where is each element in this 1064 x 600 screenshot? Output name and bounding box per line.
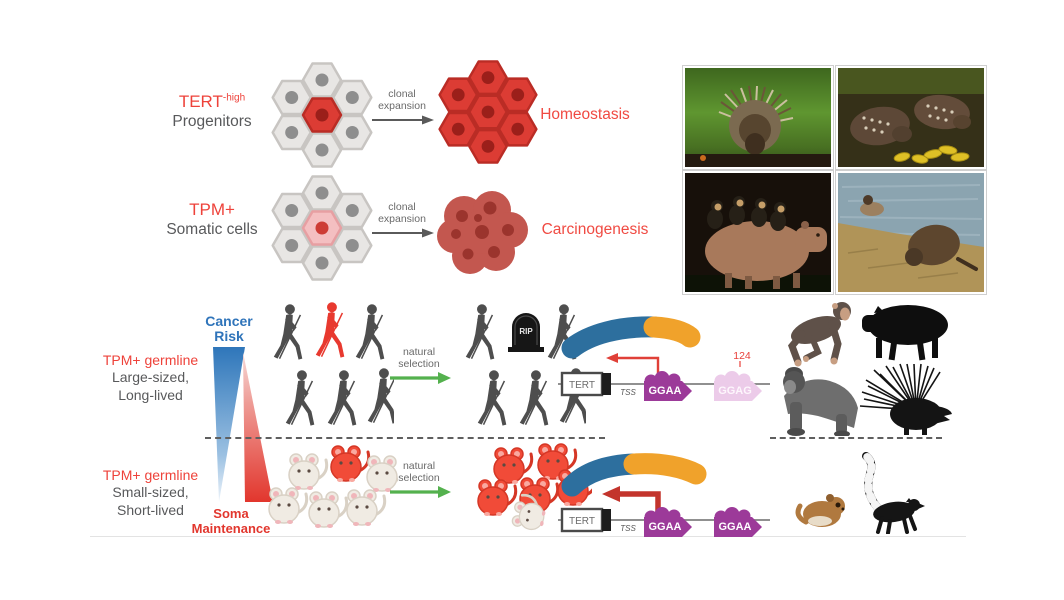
tert-gene-text-top: TERT xyxy=(569,380,595,391)
soma-maintenance-label: Soma Maintenance xyxy=(182,506,280,537)
tpm-mutant-mouse xyxy=(331,446,369,482)
monkeys-on-back xyxy=(707,196,786,231)
human-population-after-selection: RIP xyxy=(465,303,586,427)
tumor-cluster xyxy=(437,191,528,274)
somatic-cell-cluster xyxy=(272,176,372,280)
clonal-text-1: clonal xyxy=(388,88,415,100)
soma-text: Soma xyxy=(213,506,249,521)
tpm-germline-label-1: TPM+ germline xyxy=(102,352,199,368)
short-lived-label: Short-lived xyxy=(117,501,184,518)
gorilla-illustration xyxy=(783,367,858,436)
risk-text: Risk xyxy=(214,328,244,345)
mouse-lemur-illustration xyxy=(795,494,845,527)
duck xyxy=(860,202,884,216)
carcinogenesis-label: Carcinogenesis xyxy=(541,221,649,238)
arrow-head-icon xyxy=(422,228,434,238)
pacas-photo xyxy=(836,66,986,169)
natural-selection-arrow-1: natural selection xyxy=(390,346,451,384)
expansion-text-1: expansion xyxy=(378,100,426,112)
dashed-divider-left xyxy=(205,437,605,439)
chimpanzee-illustration xyxy=(788,302,851,367)
tert-locus-large-animals: TERT TSS GGAA GGAG 124 xyxy=(558,316,770,401)
gene-tert-modifier: -high xyxy=(222,92,246,104)
small-animal-label: TPM+ germline Small-sized, Short-lived xyxy=(88,467,213,519)
ring-tailed-lemur-illustration xyxy=(862,452,925,534)
gene-tert-label: TERT xyxy=(178,92,223,111)
clonal-expansion-arrow-1: clonal expansion xyxy=(372,88,434,125)
tert-locus-small-animals: TERT TSS GGAA GGAA xyxy=(558,453,770,537)
cancer-risk-label: Cancer Risk xyxy=(193,313,265,345)
chromosome-body xyxy=(561,316,665,359)
telomere-long xyxy=(623,453,707,485)
selection-text-1: selection xyxy=(398,358,440,370)
bottom-border-line xyxy=(90,536,966,537)
tert-gene-text-bottom: TERT xyxy=(569,516,595,527)
ggag-text: GGAG xyxy=(718,385,752,397)
gravestone-icon: RIP xyxy=(508,313,544,352)
risk-maintenance-gradient xyxy=(213,347,273,502)
ggaa-text-bottom-2: GGAA xyxy=(719,521,752,533)
clonal-text-2: clonal xyxy=(388,201,415,213)
progenitors-label: TERT-high Progenitors xyxy=(152,92,272,132)
tss-label-bottom: TSS xyxy=(620,524,636,533)
ggaa-text-top: GGAA xyxy=(649,385,682,397)
green-arrow-head-icon xyxy=(438,486,451,498)
cancer-risk-triangle xyxy=(213,347,245,502)
human-population-before-selection xyxy=(273,301,394,427)
soma-maintenance-triangle xyxy=(243,352,273,502)
natural-text-2: natural xyxy=(403,460,435,472)
long-lived-label: Long-lived xyxy=(118,386,183,403)
clonal-expansion-arrow-2: clonal expansion xyxy=(372,201,434,238)
arrow-head-icon xyxy=(422,115,434,125)
natural-selection-arrow-2: natural selection xyxy=(390,460,451,498)
porcupine-silhouette xyxy=(859,363,952,435)
somatic-cells-text: Somatic cells xyxy=(166,220,258,238)
exon-marker-icon xyxy=(602,373,611,395)
cancer-text: Cancer xyxy=(205,313,253,329)
mutation-count-label: 124 xyxy=(733,350,751,362)
nutria-photo xyxy=(836,171,986,294)
homeostasis-label: Homeostasis xyxy=(540,106,630,123)
progenitor-cell-cluster xyxy=(272,63,372,167)
natural-text-1: natural xyxy=(403,346,435,358)
homeostasis-cell-cluster xyxy=(439,61,537,163)
maintenance-text: Maintenance xyxy=(191,520,271,536)
tert-high-cell xyxy=(303,98,341,132)
large-sized-label: Large-sized, xyxy=(111,369,190,386)
tpm-positive-cell xyxy=(303,211,341,245)
mouse-population-before-selection xyxy=(269,446,398,528)
rip-text: RIP xyxy=(519,327,533,336)
exon-marker-icon xyxy=(602,509,611,531)
telomere-short xyxy=(643,316,701,348)
porcupine-photo xyxy=(683,66,833,169)
gene-tpm-label: TPM+ xyxy=(189,200,235,219)
expansion-text-2: expansion xyxy=(378,213,426,225)
green-arrow-head-icon xyxy=(438,372,451,384)
capybara-silhouette xyxy=(862,305,948,361)
small-sized-label: Small-sized, xyxy=(112,484,189,501)
tss-label-top: TSS xyxy=(620,388,636,397)
capybara-monkeys-photo xyxy=(683,171,833,294)
somatic-label: TPM+ Somatic cells xyxy=(152,200,272,240)
selection-text-2: selection xyxy=(398,472,440,484)
tpm-mutant-human xyxy=(315,301,346,359)
large-animal-label: TPM+ germline Large-sized, Long-lived xyxy=(88,352,213,404)
tpm-germline-label-2: TPM+ germline xyxy=(102,467,199,483)
nutria xyxy=(905,224,978,271)
ggaa-text-bottom-1: GGAA xyxy=(649,521,682,533)
progenitors-text: Progenitors xyxy=(172,112,252,130)
dashed-divider-right xyxy=(770,437,942,439)
